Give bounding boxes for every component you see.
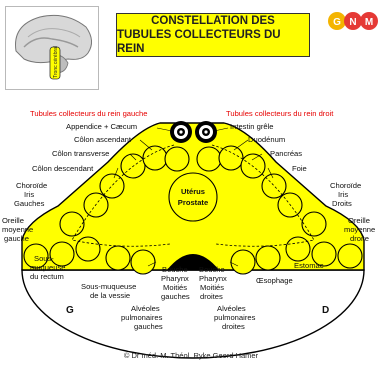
relay-circle [130,249,156,275]
svg-text:droite: droite [350,234,369,243]
svg-text:Alvéoles: Alvéoles [217,304,246,313]
svg-text:Choroïde: Choroïde [16,181,47,190]
logo-letter-n: N [349,17,356,28]
svg-text:gauche: gauche [4,234,29,243]
svg-text:Gauches: Gauches [14,199,45,208]
label-appendice: Appendice + Cæcum [66,122,137,131]
relay-circle [261,173,287,199]
center-notch [167,254,219,270]
svg-text:Bouche: Bouche [199,265,225,274]
svg-text:droites: droites [200,292,223,301]
title-line-2: TUBULES COLLECTEURS DU REIN [117,29,281,55]
relay-circle [49,241,75,267]
relay-circle [230,249,256,275]
title-line-1: CONSTELLATION DES [151,15,275,27]
svg-text:moyenne: moyenne [2,225,33,234]
relay-circle [142,145,168,171]
logo-letter-m: M [365,17,373,28]
label-pancreas: Pancréas [270,149,302,158]
label-bouche-droite: Bouche Pharynx Moitiés droites [199,265,227,301]
svg-text:Droits: Droits [332,199,352,208]
relay-circle [75,236,101,262]
brain-section-icon: Tronc cérébral [15,14,92,80]
svg-text:gauches: gauches [134,322,163,331]
label-oreille-gauche: Oreille moyenne gauche [2,216,33,243]
label-oreille-droite: Oreille moyenne droite [344,216,375,243]
svg-text:Moitiés: Moitiés [200,283,224,292]
brain-thumbnail: Tronc cérébral [5,6,99,90]
side-letter-right: D [322,305,329,316]
side-letter-left: G [66,305,74,316]
svg-text:de la vessie: de la vessie [90,291,130,300]
relay-circle [285,236,311,262]
svg-text:Alvéoles: Alvéoles [131,304,160,313]
label-sous-muqueuse-rectum: Sous- muqueuse du rectum [30,254,65,281]
svg-text:droites: droites [222,322,245,331]
svg-text:pulmonaires: pulmonaires [121,313,163,322]
label-sous-muqueuse-vessie: Sous-muqueuse de la vessie [81,282,136,300]
svg-text:moyenne: moyenne [344,225,375,234]
svg-text:Moitiés: Moitiés [163,283,187,292]
svg-text:Prostate: Prostate [178,198,208,207]
target-circles [170,121,217,143]
left-header: Tubules collecteurs du rein gauche [30,109,148,118]
right-header: Tubules collecteurs du rein droit [226,109,334,118]
label-choroide-droite: Choroïde Iris Droits [330,181,361,208]
relay-circle [23,243,49,269]
relay-circle [105,245,131,271]
label-duodenum: Duodénum [248,135,285,144]
svg-text:Iris: Iris [24,190,34,199]
label-colon-ascendant: Côlon ascendant [74,135,132,144]
gnm-logo: G N M [328,12,378,30]
svg-text:Choroïde: Choroïde [330,181,361,190]
label-foie: Foie [292,164,307,173]
label-estomac: Estomac [294,261,324,270]
label-oesophage: Œsophage [256,276,293,285]
relay-circle [218,145,244,171]
svg-text:Sous-: Sous- [34,254,54,263]
svg-text:pulmonaires: pulmonaires [214,313,256,322]
relay-circle [301,211,327,237]
title-box: CONSTELLATION DES TUBULES COLLECTEURS DU… [116,13,310,57]
leader-lines [113,127,274,267]
svg-text:Utérus: Utérus [181,187,205,196]
svg-text:gauches: gauches [161,292,190,301]
relay-circle [164,146,190,172]
copyright: © Dr méd. M. Théol. Ryke Geerd Hamer [123,351,259,360]
relay-circle [311,241,337,267]
svg-text:Oreille: Oreille [348,216,370,225]
relay-circle [196,146,222,172]
svg-text:Iris: Iris [338,190,348,199]
svg-text:Pharynx: Pharynx [161,274,189,283]
brainstem-caption: Tronc cérébral [53,46,59,78]
relay-circle [255,245,281,271]
svg-text:Oreille: Oreille [2,216,24,225]
arrow-paths [71,144,315,247]
brainstem-outline [21,269,365,359]
uterus-prostate-circle [168,172,218,222]
label-colon-descendant: Côlon descendant [32,164,94,173]
svg-text:Bouche: Bouche [162,265,188,274]
label-choroide-gauche: Choroïde Iris Gauches [14,181,47,208]
label-colon-transverse: Côlon transverse [52,149,109,158]
svg-text:Sous-muqueuse: Sous-muqueuse [81,282,136,291]
relay-circle [59,211,85,237]
svg-text:du rectum: du rectum [30,272,64,281]
relay-circle [99,173,125,199]
label-intestin: Intestin grêle [230,122,273,131]
label-bouche-gauche: Bouche Pharynx Moitiés gauches [161,265,190,301]
svg-text:Pharynx: Pharynx [199,274,227,283]
label-uterus-prostate: Utérus Prostate [178,187,208,207]
label-alveoles-gauche: Alvéoles pulmonaires gauches [121,304,163,331]
label-alveoles-droite: Alvéoles pulmonaires droites [214,304,256,331]
relay-circle [337,243,363,269]
svg-text:muqueuse: muqueuse [30,263,65,272]
logo-letter-g: G [333,17,341,28]
